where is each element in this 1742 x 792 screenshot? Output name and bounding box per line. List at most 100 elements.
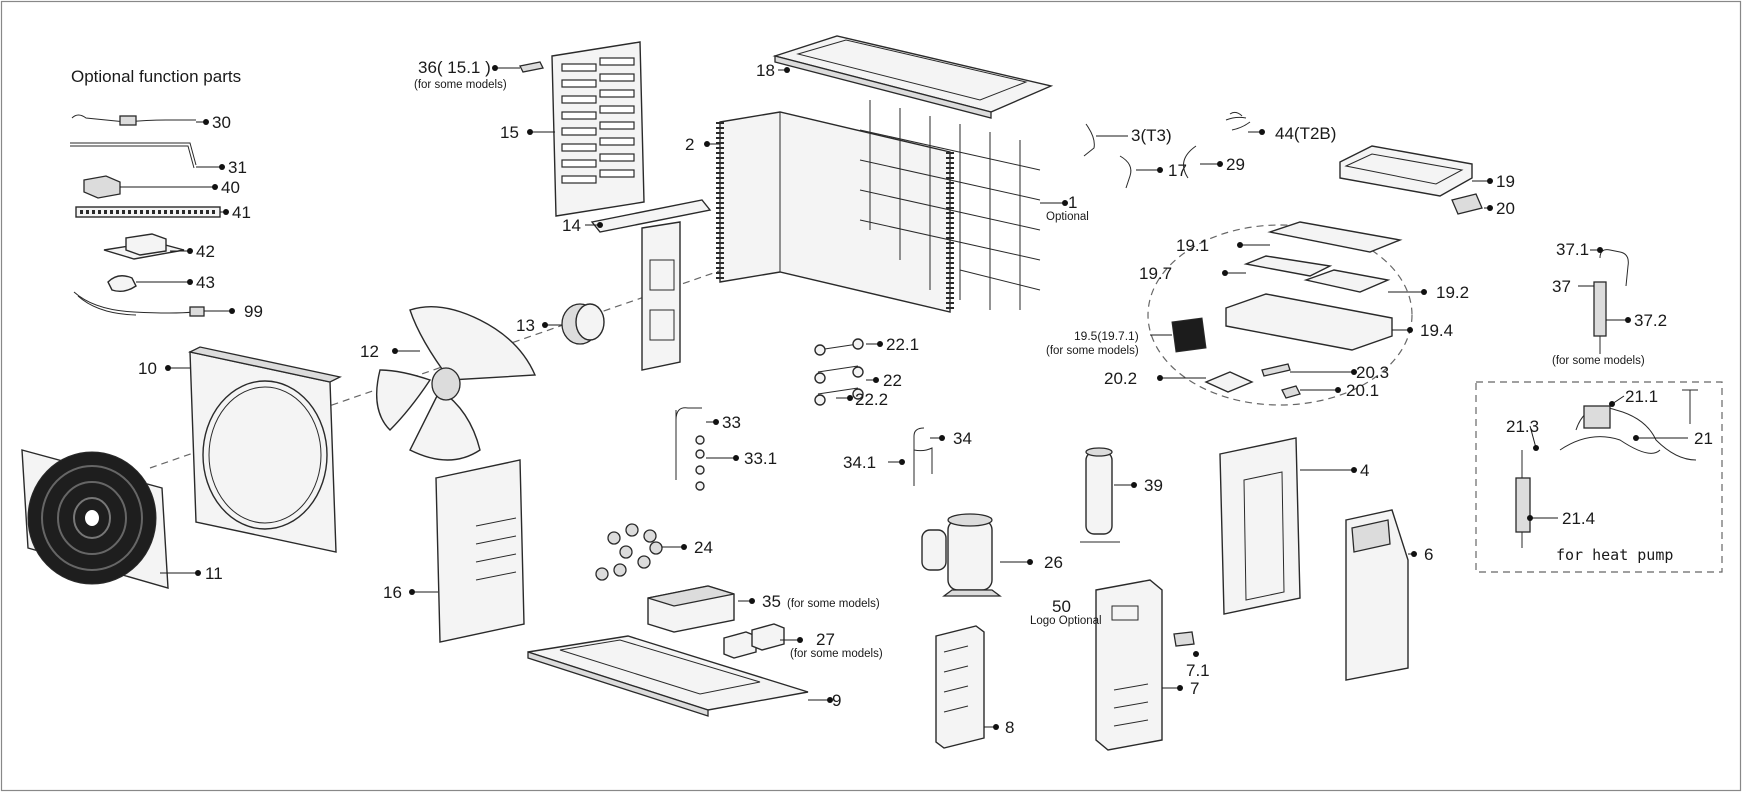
label-15: 15 [500,123,519,142]
part-7-1-handle: 7.1 [1173,631,1210,680]
part-26-compressor: 26 [921,513,1063,597]
part-7-front-right-panel: 7 50 Logo Optional [1030,579,1199,751]
part-12-fan-blade: 12 [360,305,537,461]
label-37-1: 37.1 [1556,240,1589,259]
label-39: 39 [1144,476,1163,495]
label-42: 42 [196,242,215,261]
label-21: 21 [1694,429,1713,448]
part-39-accumulator: 39 [1080,447,1163,543]
part-99-harness: 99 [73,291,263,321]
label-7-1: 7.1 [1186,661,1210,680]
part-20-2: 20.2 [1104,369,1254,393]
label-37-note: (for some models) [1552,355,1645,367]
label-31: 31 [228,158,247,177]
optional-parts-group: Optional function parts 30 31 40 [70,67,263,321]
label-9: 9 [832,691,841,710]
part-19-1: 19.1 [1176,221,1403,255]
part-21-four-way-valve: 21.1 21 21.3 21.4 for heat pump [1506,387,1713,564]
label-37: 37 [1552,277,1571,296]
part-19-2: 19.2 [1303,269,1469,302]
part-30-sensor: 30 [71,113,231,132]
label-27-note: (for some models) [790,648,883,660]
label-33-1: 33.1 [744,449,777,468]
label-7: 7 [1190,679,1199,698]
label-22-1: 22.1 [886,335,919,354]
label-11: 11 [205,564,223,583]
part-40-block: 40 [83,175,240,199]
label-8: 8 [1005,718,1014,737]
part-16-partition: 16 [383,459,525,643]
part-10-front-panel: 10 [138,346,342,553]
label-34-1: 34.1 [843,453,876,472]
label-50-note: Logo Optional [1030,615,1102,627]
part-42-box: 42 [103,233,215,261]
part-34-pipe: 34 34.1 [843,427,972,486]
label-17: 17 [1168,161,1187,180]
label-20-1: 20.1 [1346,381,1379,400]
label-21-note: for heat pump [1556,546,1673,564]
label-16: 16 [383,583,402,602]
label-22-2: 22.2 [855,390,888,409]
label-35-note: (for some models) [787,598,880,610]
label-1-note: Optional [1046,211,1089,223]
label-30: 30 [212,113,231,132]
label-2: 2 [685,135,694,154]
part-19-4: 19.4 [1225,293,1453,351]
part-43-clip: 43 [107,273,215,293]
part-14-motor-bracket: 14 [562,199,712,371]
label-19-5: 19.5(19.7.1) [1074,329,1139,343]
label-19-1: 19.1 [1176,236,1209,255]
label-37-2: 37.2 [1634,311,1667,330]
part-18-top-cover: 18 [756,35,1054,119]
electric-box-subparts: 19.1 19.7 19.2 19.4 19.5(19.7.1) (for so… [1046,221,1469,400]
label-19: 19 [1496,172,1515,191]
label-27: 27 [816,630,835,649]
part-8-panel: 8 [935,625,1014,749]
part-33-pipe: 33 33.1 [675,407,777,491]
label-34: 34 [953,429,972,448]
label-19-4: 19.4 [1420,321,1453,340]
optional-parts-title: Optional function parts [71,67,241,86]
part-4-right-panel: 4 [1219,437,1369,615]
label-33: 33 [722,413,741,432]
label-4: 4 [1360,461,1369,480]
label-35: 35 [762,592,781,611]
label-20-2: 20.2 [1104,369,1137,388]
part-37-valve: 37.1 37 37.2 (for some models) [1552,240,1667,367]
label-10: 10 [138,359,157,378]
part-22-valves: 22.1 22 22.2 [814,335,919,409]
part-20-3: 20.3 [1261,363,1389,382]
label-21-1: 21.1 [1625,387,1658,406]
label-43: 43 [196,273,215,292]
label-19-5-note: (for some models) [1046,345,1139,357]
part-19-electric-box: 19 [1339,145,1515,197]
label-1: 1 [1068,193,1077,212]
label-19-2: 19.2 [1436,283,1469,302]
label-20-3: 20.3 [1356,363,1389,382]
part-17-sensor: 17 [1119,155,1187,189]
label-44: 44(T2B) [1275,124,1336,143]
part-19-7: 19.7 [1139,255,1333,283]
label-12: 12 [360,342,379,361]
part-13-fan-motor: 13 [516,303,605,345]
label-36-note: (for some models) [414,79,507,91]
label-24: 24 [694,538,713,557]
label-40: 40 [221,178,240,197]
electric-box-explode-ellipse [1147,224,1413,406]
part-29-sensor: 29 [1183,145,1245,179]
label-99: 99 [244,302,263,321]
part-36-clip: 36( 15.1 ) (for some models) [414,58,544,91]
label-14: 14 [562,216,581,235]
label-29: 29 [1226,155,1245,174]
label-20: 20 [1496,199,1515,218]
part-35-reactor: 35 (for some models) [647,585,880,633]
label-41: 41 [232,203,251,222]
label-36: 36( 15.1 ) [418,58,491,77]
label-50: 50 [1052,597,1071,616]
part-20-1: 20.1 [1281,381,1379,400]
part-41-strip: 41 [75,203,251,222]
part-44-sensor-t2b: 44(T2B) [1225,111,1336,143]
